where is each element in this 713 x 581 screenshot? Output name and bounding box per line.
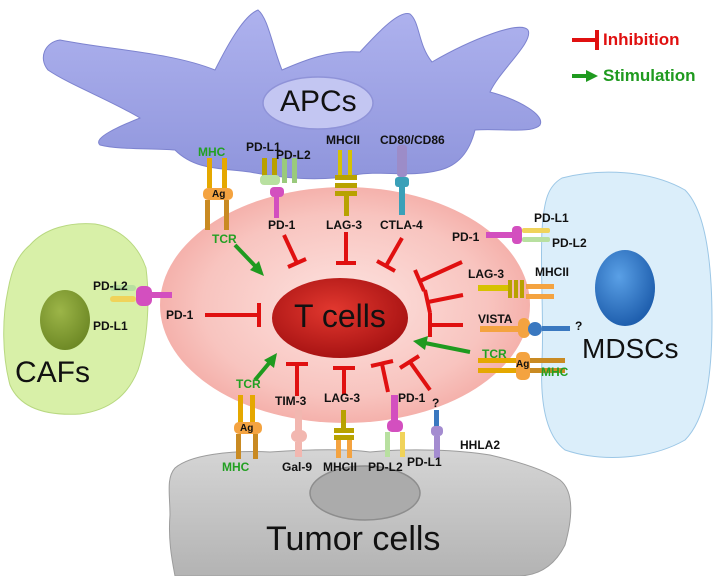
tumor-pd1-label: PD-1 [398, 391, 426, 405]
tumor-lag3-mhcii [334, 410, 354, 458]
apc-mhcii-lag3 [335, 150, 357, 216]
mdsc-pd1-label: PD-1 [452, 230, 480, 244]
inhibition-arrows [205, 30, 599, 396]
mdsc-unknown-label: ? [575, 319, 583, 333]
caf-pdl-receptors [110, 285, 172, 306]
tumor-mhc-label: MHC [222, 460, 250, 474]
mdsc-lag3-mhcii [478, 280, 554, 299]
tumor-gal9-label: Gal-9 [282, 460, 313, 474]
tumor-cells-label: Tumor cells [266, 520, 441, 558]
mdsc-pdl1-label: PD-L1 [534, 211, 569, 225]
caf-nucleus [40, 290, 90, 350]
tcells-label: T cells [294, 298, 386, 334]
mdsc-vista-label: VISTA [478, 312, 513, 326]
mdsc-pdl2-label: PD-L2 [552, 236, 587, 250]
tumor-lag3-label: LAG-3 [324, 391, 360, 405]
apc-pdl-receptors [260, 158, 297, 218]
mdscs-label: MDSCs [582, 333, 679, 364]
legend-stimulation: Stimulation [603, 66, 696, 85]
apc-pd1-label: PD-1 [268, 218, 296, 232]
apc-cd80-cd86-label: CD80/CD86 [380, 133, 445, 147]
legend-inhibition: Inhibition [603, 30, 680, 49]
caf-pd1-label: PD-1 [166, 308, 194, 322]
tumor-unknown-label: ? [432, 396, 440, 410]
tumor-ag-label: Ag [240, 423, 254, 434]
tumor-tim3-gal9 [291, 410, 307, 457]
tumor-tcr-mhc [234, 395, 262, 459]
caf-pdl1-label: PD-L1 [93, 319, 128, 333]
mdsc-mhc-label: MHC [541, 365, 569, 379]
tumor-hhla2 [431, 410, 443, 458]
cafs-label: CAFs [15, 356, 90, 389]
tumor-hhla2-label: HHLA2 [460, 438, 501, 452]
apc-cd80-ctla4 [395, 145, 409, 215]
mdsc-tcr-label: TCR [482, 347, 507, 361]
tumor-tim3-label: TIM-3 [275, 394, 307, 408]
apcs-label: APCs [280, 85, 357, 118]
mdsc-pd1-pdl [486, 226, 550, 244]
apc-ctla4-label: CTLA-4 [380, 218, 423, 232]
tumor-pdl2-label: PD-L2 [368, 460, 403, 474]
tumor-mhcii-label: MHCII [323, 460, 357, 474]
apc-ag-label: Ag [212, 189, 226, 200]
mdsc-mhcii-label: MHCII [535, 265, 569, 279]
apc-mhcii-label: MHCII [326, 133, 360, 147]
tumor-nucleus [309, 465, 421, 521]
mdsc-lag3-label: LAG-3 [468, 267, 504, 281]
tumor-tcr-label: TCR [236, 377, 261, 391]
apc-mhc-label: MHC [198, 145, 226, 159]
mdsc-tcr-mhc [478, 352, 565, 380]
apc-lag3-label: LAG-3 [326, 218, 362, 232]
caf-pdl2-label: PD-L2 [93, 279, 128, 293]
apc-pdl1-label: PD-L1 [246, 140, 281, 154]
apc-mhc-tcr-complex [203, 158, 233, 230]
stimulation-arrows [233, 70, 598, 382]
mdsc-vista [480, 318, 570, 338]
apc-pdl2-label: PD-L2 [276, 148, 311, 162]
tumor-pd1-pdl [385, 395, 405, 457]
tcell-core [272, 278, 408, 358]
tumor-pdl1-label: PD-L1 [407, 455, 442, 469]
mdsc-nucleus [595, 250, 655, 326]
apc-tcr-label: TCR [212, 232, 237, 246]
mdsc-ag-label: Ag [516, 359, 530, 370]
apc-nucleus [262, 76, 374, 130]
